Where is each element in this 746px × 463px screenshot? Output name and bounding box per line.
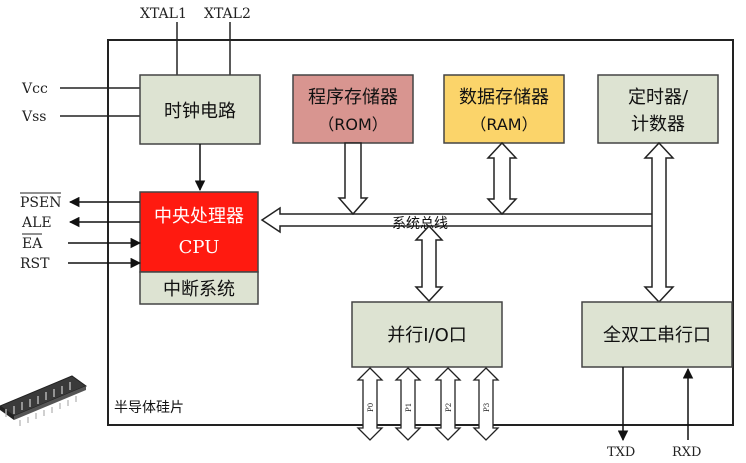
vcc-label: Vcc bbox=[21, 81, 48, 97]
rst-label: RST bbox=[20, 256, 50, 272]
cpu-label-line2: CPU bbox=[179, 237, 220, 258]
timer-label-line2: 计数器 bbox=[631, 114, 685, 135]
vss-label: Vss bbox=[21, 109, 46, 125]
port-p1-arrow bbox=[394, 367, 422, 441]
rom-label-line1: 程序存储器 bbox=[308, 87, 398, 108]
cpu-label-line1: 中央处理器 bbox=[154, 206, 244, 227]
system-bus-label: 系统总线 bbox=[392, 216, 448, 232]
serial-port-label: 全双工串行口 bbox=[603, 325, 711, 346]
port-arrows: P0 P1 P2 P3 bbox=[356, 367, 500, 441]
ea-label: EA bbox=[22, 236, 43, 252]
parallel-io-block bbox=[351, 301, 503, 368]
parallel-io-bus-arrow bbox=[414, 224, 444, 303]
txd-label: TXD bbox=[607, 445, 635, 460]
xtal2-label: XTAL2 bbox=[204, 6, 251, 22]
chip-label: 半导体硅片 bbox=[114, 400, 184, 416]
rom-bus-arrow bbox=[337, 142, 369, 216]
serial-port-block bbox=[581, 301, 733, 368]
interrupt-system-label: 中断系统 bbox=[163, 279, 235, 300]
psen-label: PSEN bbox=[20, 195, 61, 211]
rom-block bbox=[292, 74, 414, 144]
rom-label-line2: （ROM） bbox=[318, 115, 388, 134]
ram-bus-arrow bbox=[486, 141, 518, 216]
port-p0-label: P0 bbox=[367, 403, 375, 412]
ram-label-line1: 数据存储器 bbox=[459, 87, 549, 108]
timer-counter-block bbox=[597, 74, 719, 144]
port-p3-label: P3 bbox=[483, 403, 491, 412]
port-p0-arrow bbox=[356, 367, 384, 441]
ic-chip-icon bbox=[0, 375, 88, 426]
cpu-block bbox=[139, 191, 259, 273]
rxd-label: RXD bbox=[672, 445, 701, 460]
port-p1-label: P1 bbox=[405, 403, 413, 412]
port-p3-arrow bbox=[472, 367, 500, 441]
parallel-io-label: 并行I/O口 bbox=[387, 325, 467, 346]
port-p2-arrow bbox=[434, 367, 462, 441]
ale-label: ALE bbox=[21, 215, 52, 231]
interrupt-system-block bbox=[139, 271, 259, 305]
timer-label-line1: 定时器/ bbox=[628, 87, 689, 108]
ram-label-line2: （RAM） bbox=[470, 115, 537, 134]
ram-block bbox=[443, 74, 565, 144]
clock-circuit-label: 时钟电路 bbox=[164, 101, 236, 122]
xtal1-label: XTAL1 bbox=[140, 6, 187, 22]
port-p2-label: P2 bbox=[445, 403, 453, 412]
